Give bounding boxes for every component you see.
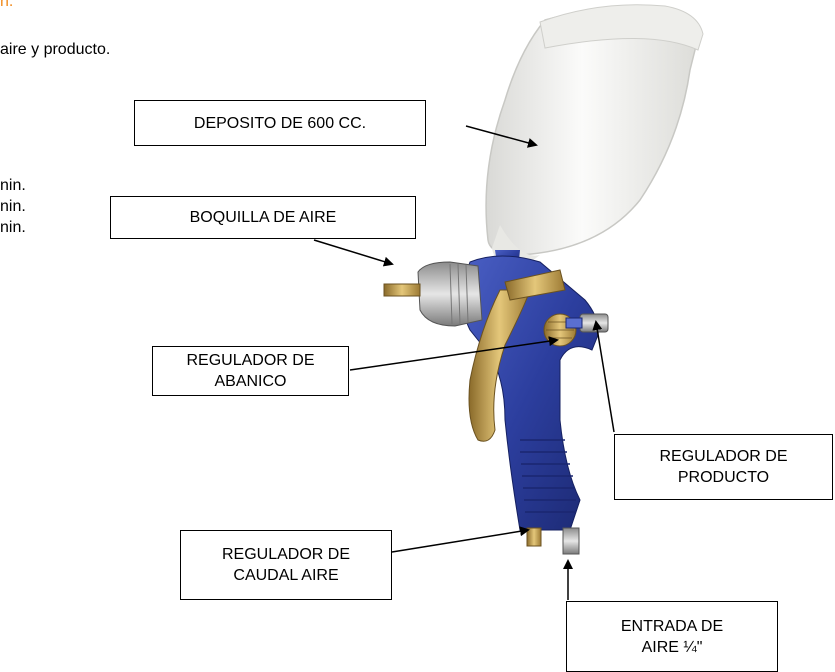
callout-producto-line2: PRODUCTO xyxy=(677,469,770,486)
spec-line-1: nin. xyxy=(0,177,26,194)
callout-caudal-line2: CAUDAL AIRE xyxy=(233,567,339,584)
callout-abanico-label: REGULADOR DE ABANICO xyxy=(186,352,315,390)
trigger-lever xyxy=(504,269,566,301)
callout-boquilla-label: BOQUILLA DE AIRE xyxy=(189,209,337,226)
air-flow-valve xyxy=(526,527,542,547)
cut-heading-fragment: n. xyxy=(0,0,14,10)
callout-deposito-label: DEPOSITO DE 600 CC. xyxy=(193,114,367,132)
callout-entrada-line2: AIRE ¼" xyxy=(641,638,703,656)
leader-abanico xyxy=(349,336,559,371)
air-cap xyxy=(383,261,483,327)
callout-producto-line1: REGULADOR DE xyxy=(659,448,788,465)
trigger xyxy=(468,289,531,442)
callout-caudal-line1: REGULADOR DE xyxy=(221,546,351,563)
spec-line-3: nin. xyxy=(0,219,26,236)
callout-entrada: ENTRADA DE AIRE ¼" xyxy=(566,601,778,672)
paint-cup xyxy=(485,4,704,270)
callout-boquilla: BOQUILLA DE AIRE xyxy=(110,196,416,239)
leader-boquilla xyxy=(313,239,394,267)
callout-caudal: REGULADOR DE CAUDAL AIRE xyxy=(180,530,392,600)
air-inlet-fitting xyxy=(562,527,580,555)
leader-producto xyxy=(592,320,615,433)
intro-text-fragment: aire y producto. xyxy=(0,41,111,58)
callout-deposito: DEPOSITO DE 600 CC. xyxy=(134,100,426,146)
callout-producto: REGULADOR DE PRODUCTO xyxy=(614,434,833,500)
callout-abanico: REGULADOR DE ABANICO xyxy=(152,346,349,396)
spec-line-2: nin. xyxy=(0,198,26,215)
leader-caudal xyxy=(391,526,530,553)
callout-entrada-line1: ENTRADA DE xyxy=(620,617,724,635)
leader-deposito xyxy=(465,125,538,148)
